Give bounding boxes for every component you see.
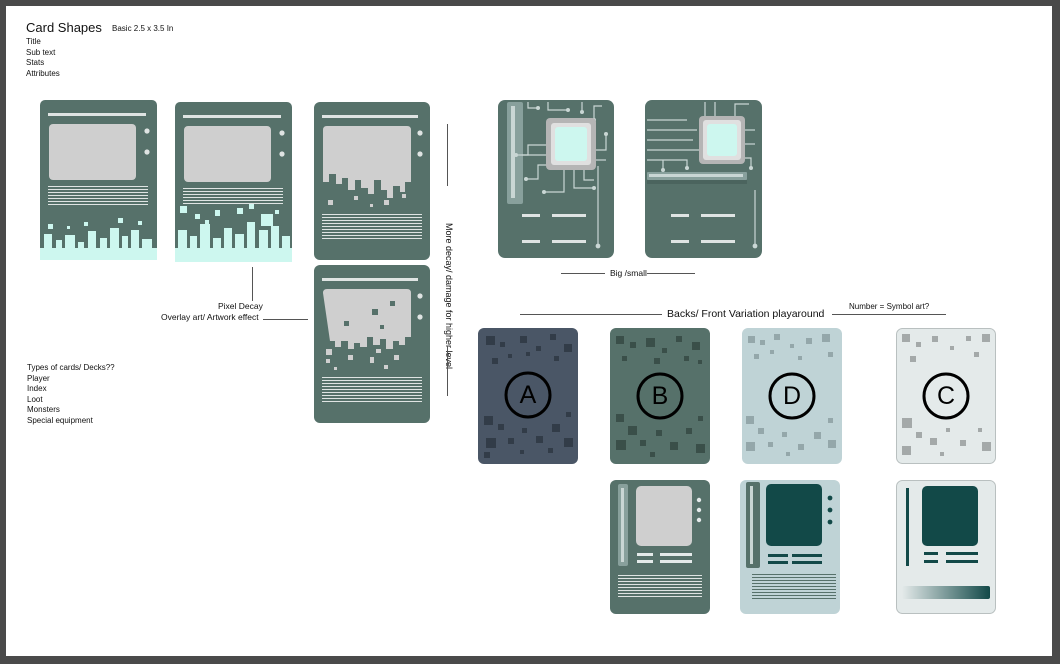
types-heading: Types of cards/ Decks??	[27, 363, 115, 372]
connector-line	[447, 346, 448, 396]
connector-line	[832, 314, 946, 315]
field-item: Title	[26, 37, 41, 46]
type-item: Player	[27, 373, 50, 383]
connector-line	[252, 267, 253, 301]
overlay-label: Overlay art/ Artwork effect	[161, 312, 259, 322]
decay-vertical-label-wrap: More decay/ damage for higher level	[444, 196, 454, 396]
back-letter-c: C	[937, 382, 955, 410]
card-circuit-small	[645, 100, 762, 258]
card-back-c: C	[896, 328, 996, 464]
type-item: Loot	[27, 394, 43, 404]
connector-line	[447, 124, 448, 186]
card-front-variant-green	[610, 480, 710, 614]
card-back-d: D	[742, 328, 842, 464]
page-title: Card Shapes	[26, 20, 102, 35]
card-front-variant-white	[896, 480, 996, 614]
connector-line	[520, 314, 662, 315]
connector-line	[561, 273, 605, 274]
card-back-a: A	[478, 328, 578, 464]
big-small-label: Big /small	[610, 268, 647, 278]
card-types-list: Types of cards/ Decks?? Player Index Loo…	[27, 363, 115, 427]
connector-line	[263, 319, 308, 320]
card-front-decay-screen	[314, 102, 430, 260]
back-letter-b: B	[652, 382, 669, 410]
field-item: Sub text	[26, 47, 56, 57]
field-item: Stats	[26, 58, 45, 68]
symbol-art-label: Number = Symbol art?	[849, 302, 930, 311]
field-item: Attributes	[26, 68, 60, 78]
card-front-decay-mid	[175, 102, 292, 262]
more-decay-label: More decay/ damage for higher level	[444, 222, 454, 370]
card-circuit-big	[498, 100, 614, 258]
card-back-b: B	[610, 328, 710, 464]
card-front-decay-low	[40, 100, 157, 260]
artboard: Card Shapes Basic 2.5 x 3.5 In Title Sub…	[6, 6, 1052, 656]
size-note: Basic 2.5 x 3.5 In	[112, 24, 174, 33]
type-item: Special equipment	[27, 415, 93, 425]
field-list: Title Sub text Stats Attributes	[26, 37, 60, 79]
back-letter-a: A	[520, 381, 537, 409]
type-item: Index	[27, 384, 47, 394]
card-front-decay-heavy	[314, 265, 430, 423]
connector-line	[647, 273, 695, 274]
type-item: Monsters	[27, 405, 60, 415]
back-letter-d: D	[783, 382, 801, 410]
pixel-decay-label: Pixel Decay	[218, 301, 263, 311]
card-front-variant-pale	[740, 480, 840, 614]
backs-front-label: Backs/ Front Variation playaround	[667, 308, 825, 320]
